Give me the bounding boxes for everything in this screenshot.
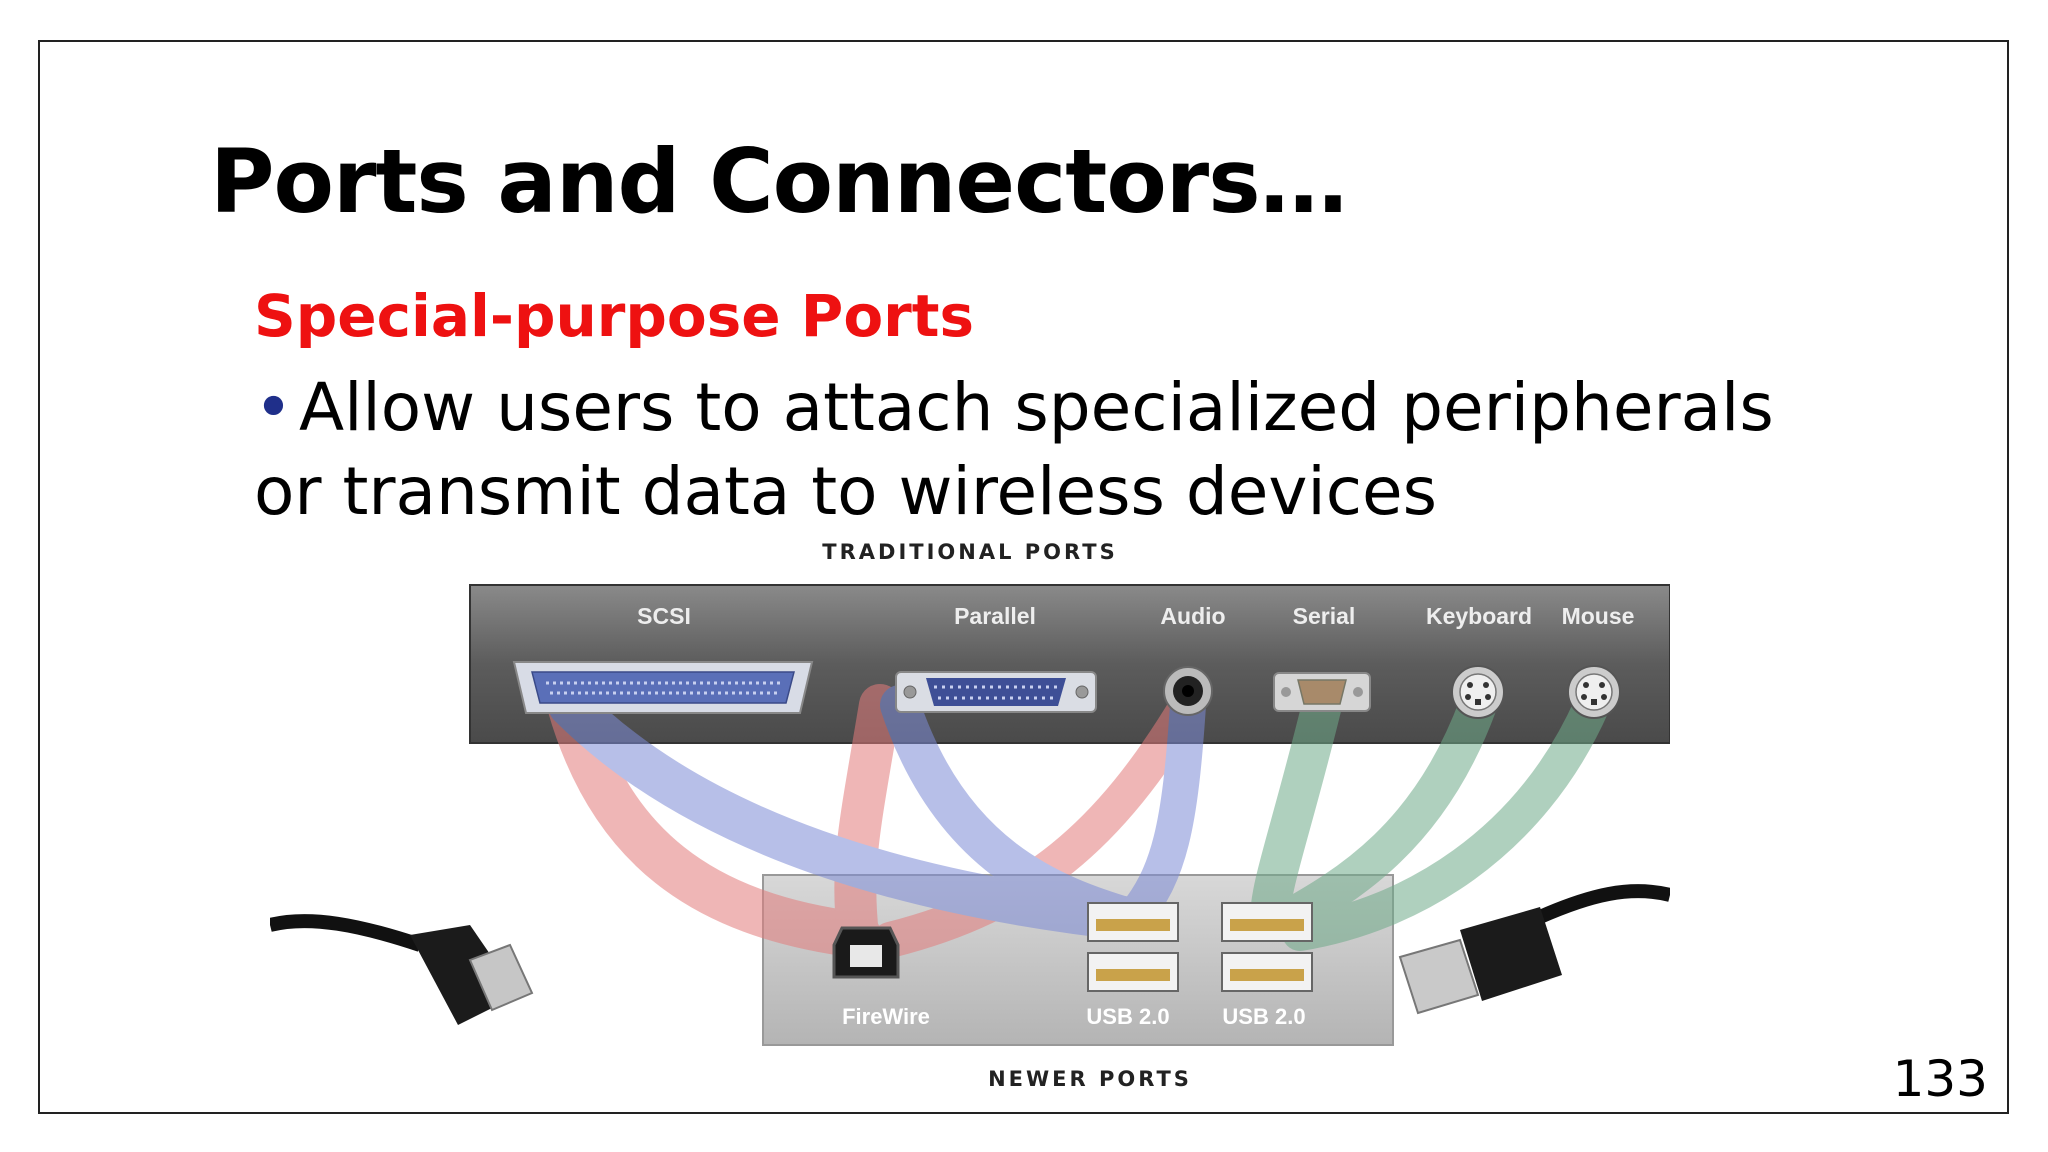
- port-label-keyboard: Keyboard: [1426, 603, 1532, 629]
- port-label-serial: Serial: [1293, 603, 1356, 629]
- firewire-port-icon: [832, 926, 900, 979]
- traditional-ports-heading: TRADITIONAL PORTS: [822, 540, 1117, 564]
- scsi-port-icon: [512, 661, 814, 714]
- keyboard-port-icon: [1451, 665, 1505, 719]
- mouse-port-icon: [1567, 665, 1621, 719]
- slide-subtitle: Special-purpose Ports: [254, 282, 975, 350]
- port-label-usb-right: USB 2.0: [1222, 1004, 1305, 1029]
- bullet-text: Allow users to attach specialized periph…: [254, 369, 1774, 530]
- serial-port-icon: [1273, 672, 1371, 712]
- bullet-item: •Allow users to attach specialized perip…: [254, 366, 1834, 534]
- firewire-cable-icon: [270, 914, 534, 1025]
- port-label-parallel: Parallel: [954, 603, 1036, 629]
- parallel-port-icon: [895, 671, 1097, 713]
- slide-title: Ports and Connectors…: [210, 130, 1348, 233]
- port-label-audio: Audio: [1160, 603, 1225, 629]
- usb-port-stack-left: [1087, 902, 1179, 992]
- page-number: 133: [1892, 1050, 1988, 1108]
- usb-cable-icon: [1398, 884, 1670, 1015]
- port-label-scsi: SCSI: [637, 603, 691, 629]
- port-label-mouse: Mouse: [1562, 603, 1635, 629]
- port-label-firewire: FireWire: [842, 1004, 930, 1029]
- usb-port-stack-right: [1221, 902, 1313, 992]
- port-label-usb-left: USB 2.0: [1086, 1004, 1169, 1029]
- newer-ports-heading: NEWER PORTS: [988, 1067, 1192, 1091]
- bullet-dot-icon: •: [254, 369, 293, 446]
- audio-port-icon: [1163, 666, 1213, 716]
- ports-diagram: TRADITIONAL PORTS SCSI Parallel Audio Se…: [270, 540, 1670, 1091]
